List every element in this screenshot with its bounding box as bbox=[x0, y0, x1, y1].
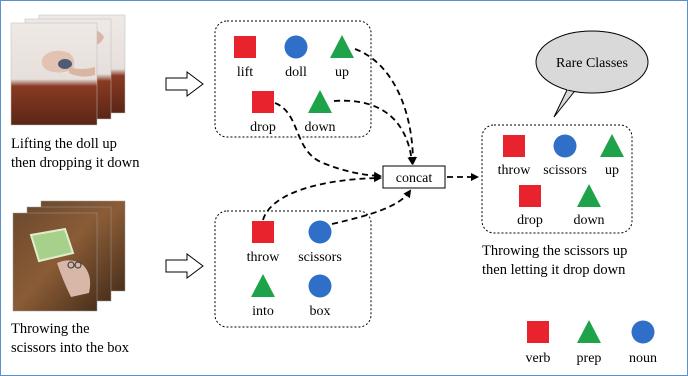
legend-prep-triangle bbox=[577, 320, 601, 343]
top-caption-line-1: Lifting the doll up bbox=[11, 136, 117, 152]
dashed-arrows bbox=[262, 48, 479, 225]
legend: verb prep noun bbox=[526, 320, 657, 366]
top-caption-line-2: then dropping it down bbox=[11, 155, 140, 171]
lift-verb-square bbox=[234, 36, 256, 58]
up-label: up bbox=[335, 65, 349, 80]
arrow-scissors-to-concat bbox=[331, 189, 412, 225]
scissors-label: scissors bbox=[298, 250, 342, 265]
top-video-caption: Lifting the doll up then dropping it dow… bbox=[11, 136, 140, 171]
scissors-noun-circle bbox=[308, 220, 332, 244]
bottom-caption-line-2: scissors into the box bbox=[11, 340, 130, 356]
concat-label: concat bbox=[396, 171, 433, 186]
out-down-label: down bbox=[573, 213, 604, 228]
output-caption: Throwing the scissors up then letting it… bbox=[482, 243, 627, 278]
out-drop-label: drop bbox=[517, 213, 543, 228]
down-label: down bbox=[304, 120, 335, 135]
out-up-prep-triangle bbox=[600, 134, 624, 157]
rare-classes-label: Rare Classes bbox=[556, 56, 628, 71]
top-group-box bbox=[214, 20, 372, 138]
into-prep-triangle bbox=[251, 274, 275, 297]
output-group-items: throw scissors up drop down bbox=[498, 134, 624, 228]
arrow-down-to-concat bbox=[333, 99, 416, 165]
top-group-items: lift doll up drop down bbox=[234, 35, 354, 135]
throw-verb-square bbox=[252, 221, 274, 243]
up-prep-triangle bbox=[330, 35, 354, 58]
legend-verb-square bbox=[527, 321, 549, 343]
bottom-caption-line-1: Throwing the bbox=[11, 321, 90, 337]
out-up-label: up bbox=[605, 163, 619, 178]
bottom-video-caption: Throwing the scissors into the box bbox=[11, 321, 130, 356]
rare-classes-bubble: Rare Classes bbox=[535, 30, 649, 118]
arrow-up-to-concat bbox=[354, 48, 417, 165]
drop-label: drop bbox=[250, 120, 276, 135]
bottom-video-frames bbox=[12, 200, 126, 312]
output-caption-line-2: then letting it drop down bbox=[482, 262, 626, 278]
doll-noun-circle bbox=[284, 35, 308, 59]
legend-verb-label: verb bbox=[526, 351, 551, 366]
bottom-frame-front bbox=[12, 212, 98, 312]
down-prep-triangle bbox=[308, 90, 332, 113]
arrow-drop-to-concat bbox=[274, 102, 382, 180]
box-label: box bbox=[310, 304, 331, 319]
legend-noun-circle bbox=[631, 320, 655, 344]
out-down-prep-triangle bbox=[577, 184, 601, 207]
bottom-hollow-arrow bbox=[165, 253, 204, 279]
out-scissors-noun-circle bbox=[553, 134, 577, 158]
top-hollow-arrow bbox=[165, 71, 204, 97]
lift-label: lift bbox=[237, 65, 253, 80]
throw-label: throw bbox=[247, 250, 281, 265]
out-drop-verb-square bbox=[519, 185, 541, 207]
top-frame-front bbox=[10, 22, 98, 126]
out-throw-label: throw bbox=[498, 163, 532, 178]
out-scissors-label: scissors bbox=[543, 163, 587, 178]
bottom-group-box bbox=[214, 210, 372, 328]
arrow-throw-to-concat bbox=[262, 174, 382, 221]
drop-verb-square bbox=[252, 91, 274, 113]
doll-label: doll bbox=[285, 65, 307, 80]
out-throw-verb-square bbox=[503, 135, 525, 157]
top-video-frames bbox=[10, 14, 126, 126]
box-noun-circle bbox=[308, 274, 332, 298]
bottom-group-items: throw scissors into box bbox=[247, 220, 342, 319]
output-caption-line-1: Throwing the scissors up bbox=[482, 243, 627, 259]
legend-prep-label: prep bbox=[577, 351, 602, 366]
legend-noun-label: noun bbox=[629, 351, 657, 366]
concat-box bbox=[382, 165, 446, 189]
into-label: into bbox=[252, 304, 274, 319]
